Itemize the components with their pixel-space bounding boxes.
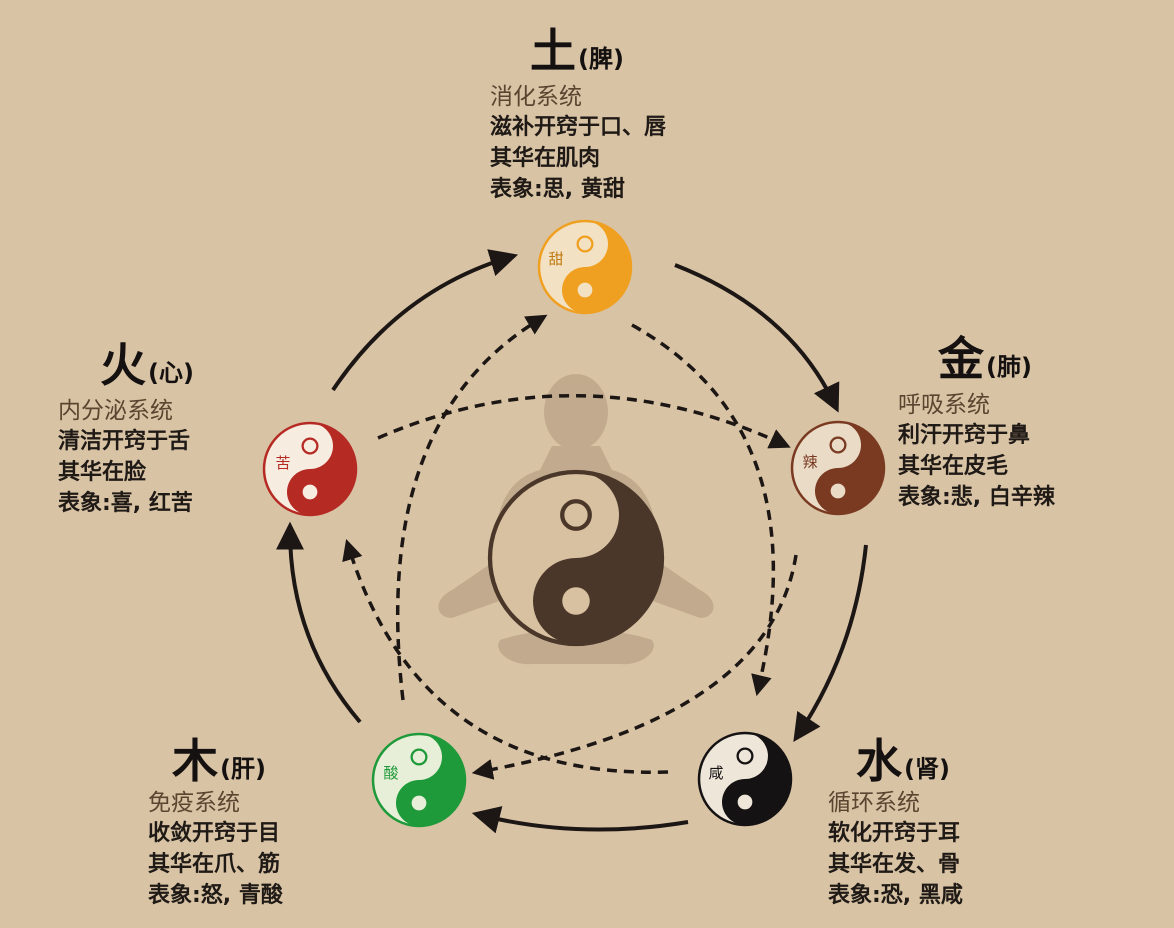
earth-line-3: 表象:思, 黄甜 [490, 177, 625, 202]
water-line-2: 其华在发、骨 [828, 852, 961, 877]
earth-system: 消化系统 [490, 84, 582, 110]
fire-line-2: 其华在脸 [58, 460, 147, 485]
generating-cycle [276, 249, 868, 834]
dash-wood-to-earth [396, 314, 548, 701]
fire-yin-yang-icon [262, 421, 358, 517]
wood-system: 免疫系统 [148, 790, 240, 816]
metal-organ: (肺) [986, 353, 1032, 381]
earth-block: 土 (脾) 消化系统 滋补开窍于口、唇 其华在肌肉 表象:思, 黄甜 [490, 28, 666, 205]
metal-line-1: 利汗开窍于鼻 [898, 423, 1031, 448]
arrow-water-to-wood [471, 806, 689, 834]
dash-fire-to-metal [377, 393, 791, 449]
controlling-cycle [342, 314, 798, 780]
dash-earth-to-water [631, 323, 776, 697]
metal-char: 金 [938, 332, 984, 386]
wood-block: 木 (肝) 免疫系统 收敛开窍于目 其华在爪、筋 表象:怒, 青酸 [148, 738, 283, 911]
water-taste-label: 咸 [708, 764, 723, 782]
water-line-1: 软化开窍于耳 [828, 821, 961, 846]
earth-line-1: 滋补开窍于口、唇 [490, 115, 667, 140]
center-yin-yang-icon [487, 469, 665, 647]
water-char: 水 [856, 734, 902, 788]
metal-line-2: 其华在皮毛 [898, 454, 1009, 479]
wood-char: 木 [172, 734, 218, 788]
wood-yin-yang-icon [371, 732, 467, 828]
wood-line-2: 其华在爪、筋 [148, 852, 281, 877]
dash-water-to-fire [342, 538, 669, 774]
metal-taste-label: 辣 [802, 453, 817, 471]
water-line-3: 表象:恐, 黑咸 [828, 883, 963, 908]
wood-taste-label: 酸 [383, 764, 398, 782]
fire-line-3: 表象:喜, 红苦 [58, 491, 193, 516]
wood-line-1: 收敛开窍于目 [148, 821, 281, 846]
earth-yin-yang-icon [537, 219, 633, 315]
metal-block: 金 (肺) 呼吸系统 利汗开窍于鼻 其华在皮毛 表象:悲, 白辛辣 [898, 336, 1055, 513]
wood-line-3: 表象:怒, 青酸 [148, 883, 283, 908]
earth-taste-label: 甜 [548, 250, 563, 268]
earth-char: 土 [530, 24, 576, 78]
wood-organ: (肝) [220, 755, 266, 783]
water-yin-yang-icon [697, 731, 793, 827]
fire-organ: (心) [148, 359, 194, 387]
arrow-metal-to-water [793, 544, 868, 742]
metal-line-3: 表象:悲, 白辛辣 [898, 485, 1055, 510]
fire-taste-label: 苦 [275, 454, 290, 472]
water-organ: (肾) [904, 755, 950, 783]
water-block: 水 (肾) 循环系统 软化开窍于耳 其华在发、骨 表象:恐, 黑咸 [828, 738, 963, 911]
metal-system: 呼吸系统 [898, 392, 990, 418]
fire-block: 火 (心) 内分泌系统 清洁开窍于舌 其华在脸 表象:喜, 红苦 [58, 342, 194, 519]
fire-char: 火 [100, 338, 146, 392]
earth-line-2: 其华在肌肉 [490, 146, 601, 171]
arrow-earth-to-metal [674, 263, 840, 413]
fire-line-1: 清洁开窍于舌 [58, 429, 191, 454]
dash-metal-to-wood [471, 554, 798, 780]
arrow-fire-to-earth [331, 249, 519, 392]
water-system: 循环系统 [828, 790, 920, 816]
metal-yin-yang-icon [790, 420, 886, 516]
arrow-wood-to-fire [276, 521, 362, 724]
fire-system: 内分泌系统 [58, 398, 173, 424]
earth-organ: (脾) [578, 45, 624, 73]
